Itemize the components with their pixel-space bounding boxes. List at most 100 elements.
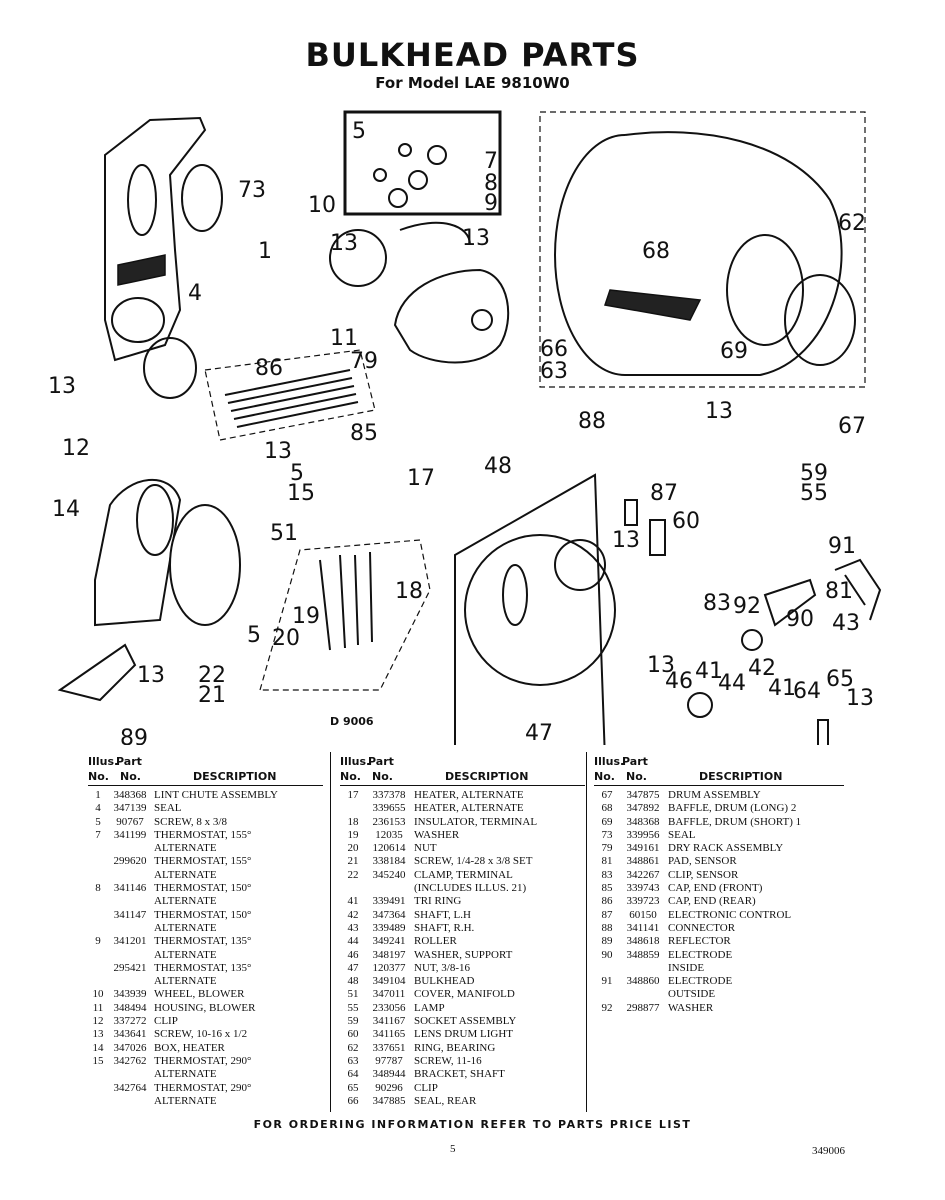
table-row: ALTERNATE <box>88 842 323 855</box>
page-number: 5 <box>450 1143 456 1155</box>
illus-number: 43 <box>347 921 359 934</box>
part-description: ALTERNATE <box>154 921 217 934</box>
callout-13d: 13 <box>612 528 640 553</box>
part-number: 349241 <box>372 935 406 948</box>
callout-15: 15 <box>287 481 315 506</box>
illus-number: 67 <box>601 789 613 801</box>
part-description: INSULATOR, TERMINAL <box>414 815 538 828</box>
callout-19: 19 <box>292 604 320 629</box>
callout-21: 21 <box>198 683 226 708</box>
part-description: THERMOSTAT, 150° <box>154 908 252 921</box>
callout-47: 47 <box>525 721 553 745</box>
illus-number: 90 <box>601 948 613 961</box>
part-description: SOCKET ASSEMBLY <box>414 1015 517 1028</box>
illus-number: 10 <box>92 988 104 1001</box>
illus-number: 86 <box>601 895 613 908</box>
illus-number: 69 <box>601 815 613 828</box>
table-row: ALTERNATE <box>88 895 323 908</box>
part-number: 341165 <box>372 1028 406 1041</box>
part-number: 339956 <box>626 828 660 841</box>
part-description: BRACKET, SHAFT <box>414 1068 505 1081</box>
part-number: 343939 <box>113 988 147 1001</box>
illus-number: 60 <box>347 1028 359 1041</box>
callout-13g: 13 <box>846 686 874 711</box>
callout-88: 88 <box>578 409 606 434</box>
part-description: CLIP, SENSOR <box>668 868 739 881</box>
part-number: 12035 <box>375 828 403 841</box>
illus-number: 87 <box>601 908 613 921</box>
thermostat-inset-drawing <box>343 110 502 216</box>
table-row: 10 343939 WHEEL, BLOWER <box>88 988 323 1001</box>
illus-number: 42 <box>347 908 359 921</box>
part-description: SHAFT, R.H. <box>414 921 475 934</box>
part-number: 348944 <box>372 1068 406 1081</box>
part-description: RING, BEARING <box>414 1041 496 1054</box>
callout-65: 65 <box>826 667 854 692</box>
illus-number: 5 <box>95 815 101 828</box>
part-description: CAP, END (FRONT) <box>668 882 763 895</box>
part-description: ALTERNATE <box>154 895 217 908</box>
part-number: 345240 <box>372 868 406 881</box>
callout-5c: 5 <box>247 623 261 648</box>
part-number: 349161 <box>626 842 660 855</box>
illus-number: 4 <box>95 802 101 815</box>
callout-5: 5 <box>352 119 366 144</box>
part-description: BULKHEAD <box>414 975 475 988</box>
part-description: ELECTRODE <box>668 948 733 961</box>
illus-number: 17 <box>347 789 359 801</box>
part-description: PAD, SENSOR <box>668 855 737 868</box>
illus-number: 13 <box>92 1028 104 1041</box>
part-number: 347885 <box>372 1094 406 1107</box>
part-number: 348197 <box>372 948 406 961</box>
part-description: HOUSING, BLOWER <box>154 1001 256 1014</box>
part-number: 348368 <box>626 815 660 828</box>
part-number: 341146 <box>113 882 147 895</box>
part-number: 120377 <box>372 961 406 974</box>
part-description: WASHER <box>414 828 460 841</box>
callout-81: 81 <box>825 579 853 604</box>
part-description: NUT, 3/8-16 <box>414 961 471 974</box>
callout-1: 1 <box>258 239 272 264</box>
callout-9: 9 <box>484 191 498 216</box>
illus-number: 14 <box>92 1041 104 1054</box>
part-number: 299620 <box>113 855 147 868</box>
part-number: 347875 <box>626 789 660 801</box>
part-number: 233056 <box>372 1001 406 1014</box>
illus-number: 66 <box>347 1094 359 1107</box>
callout-13e: 13 <box>137 663 165 688</box>
table-header: Illus. Part No. No. DESCRIPTION <box>88 755 323 786</box>
callout-92: 92 <box>733 594 761 619</box>
illus-number: 9 <box>95 935 101 948</box>
callout-13f: 13 <box>647 653 675 678</box>
callout-66: 66 <box>540 337 568 362</box>
callout-68: 68 <box>642 239 670 264</box>
callout-18: 18 <box>395 579 423 604</box>
dry-rack-drawing <box>204 349 376 441</box>
part-number: 339489 <box>372 921 406 934</box>
callout-51: 51 <box>270 521 298 546</box>
illus-number: 62 <box>347 1041 359 1054</box>
part-description: THERMOSTAT, 135° <box>154 935 252 948</box>
table-header: Illus. Part No. No. DESCRIPTION <box>594 755 844 786</box>
table-row: (INCLUDES ILLUS. 21) <box>340 882 585 895</box>
part-description: WHEEL, BLOWER <box>154 988 245 1001</box>
callouts: 5 7 8 9 10 13 1 73 4 86 79 11 68 62 66 6… <box>48 119 874 745</box>
part-description: ALTERNATE <box>154 868 217 881</box>
part-description: WASHER <box>668 1001 714 1014</box>
callout-43: 43 <box>832 611 860 636</box>
